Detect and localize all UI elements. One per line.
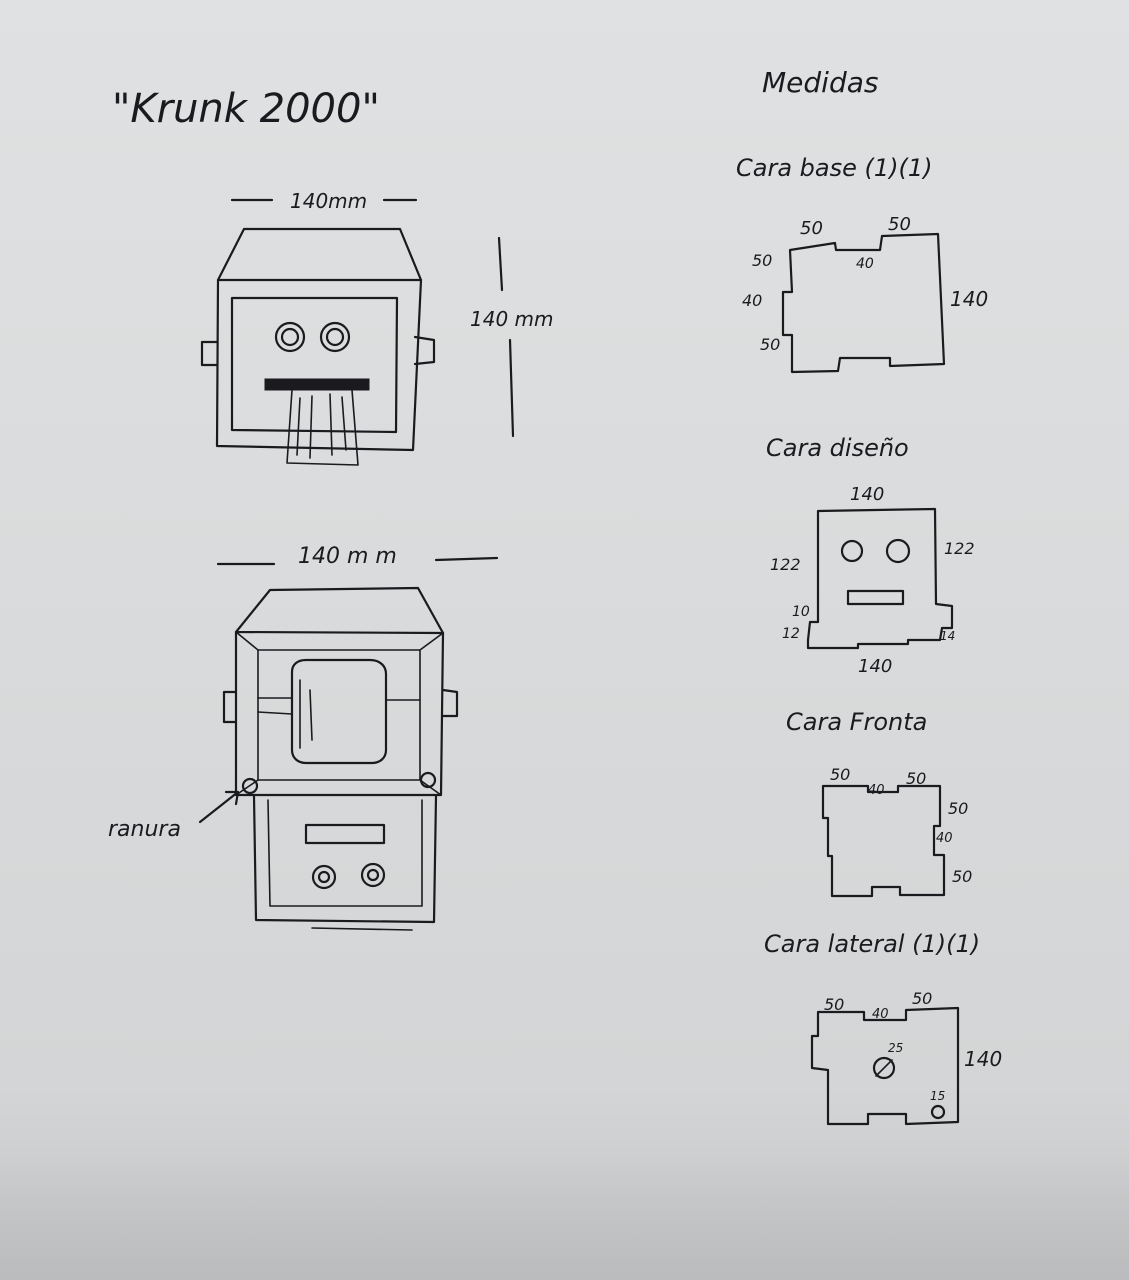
- box2-top-face: [234, 586, 445, 635]
- slot-arrow-line: [198, 790, 240, 824]
- front-right-bottom: 50: [952, 867, 972, 886]
- box-inner-panel: [230, 296, 399, 434]
- height-dim-top: [497, 236, 504, 292]
- open-view-sketch: 140 m m ranura: [108, 544, 499, 931]
- title-krunk: "Krunk 2000": [112, 86, 380, 132]
- base-label: Cara base (1)(1): [736, 154, 933, 182]
- eye-left-inner: [280, 327, 300, 347]
- paper-bottom-shadow: [0, 1148, 1129, 1280]
- hinge-screw-right: [419, 771, 437, 789]
- lateral-top-left: 50: [824, 995, 844, 1014]
- design-mouth: [846, 589, 905, 606]
- mouth-slot: [264, 378, 370, 391]
- base-left-top: 50: [752, 251, 772, 270]
- design-label: Cara diseño: [766, 434, 909, 462]
- lateral-notch: 40: [872, 1007, 889, 1022]
- right-knob: [413, 335, 436, 366]
- button-left-inner: [317, 870, 331, 884]
- front-view-sketch: 140mm 140 mm: [200, 189, 554, 466]
- base-top-right: 50: [888, 214, 911, 235]
- front-label: Cara Fronta: [786, 708, 927, 736]
- dim2-line-right: [434, 556, 499, 562]
- base-notch: 40: [856, 256, 874, 272]
- piece-base: Cara base (1)(1) 50 50 40 50 40 50 140: [736, 154, 988, 374]
- base-line: [311, 927, 413, 931]
- front-notch: 40: [868, 783, 885, 798]
- box-top-face: [216, 227, 423, 282]
- slot-annotation: ranura: [108, 817, 181, 842]
- slot-arrow-head: [224, 790, 240, 806]
- design-tab-small: 10: [792, 604, 810, 620]
- lateral-outline: [810, 1006, 960, 1126]
- height-dim-bottom: [508, 338, 515, 438]
- design-right: 122: [944, 539, 975, 558]
- front-right-mid: 40: [936, 831, 953, 846]
- box2-front-frame: [234, 630, 445, 797]
- design-tab-right: 14: [940, 629, 955, 643]
- box2-inner-frame: [257, 649, 421, 781]
- eye-left-outer: [274, 321, 306, 353]
- design-outline: [806, 507, 954, 650]
- base-right: 140: [950, 287, 988, 311]
- front-top-right: 50: [906, 769, 926, 788]
- lower-panel: [252, 794, 438, 924]
- piece-front: Cara Fronta 50 40 50 50 40 50: [786, 708, 972, 898]
- front-height-label: 140 mm: [470, 307, 554, 331]
- lateral-hole-big-label: 25: [888, 1041, 903, 1055]
- button-left-outer: [311, 864, 337, 890]
- design-eye-right: [885, 538, 911, 564]
- eye-right-inner: [325, 327, 345, 347]
- measures-title: Medidas: [762, 66, 878, 99]
- eye-right-outer: [319, 321, 351, 353]
- lateral-right: 140: [964, 1047, 1002, 1071]
- design-tab-left: 12: [782, 626, 800, 642]
- box2-right-knob: [441, 688, 459, 718]
- piece-design: Cara diseño 140 122 122 10 12 14 140: [766, 434, 975, 677]
- lateral-hole-small: [930, 1104, 946, 1120]
- lateral-hole-small-label: 15: [930, 1089, 945, 1103]
- display-slot: [304, 823, 386, 845]
- lower-inner-panel: [267, 799, 423, 907]
- design-eye-left: [840, 539, 864, 563]
- front-right-top: 50: [948, 799, 968, 818]
- lateral-label: Cara lateral (1)(1): [764, 930, 980, 958]
- design-bottom: 140: [858, 656, 892, 677]
- front-outline: [821, 784, 946, 898]
- box2-left-knob: [222, 690, 238, 724]
- lateral-hole-big-cross: [875, 1059, 893, 1077]
- base-outline: [781, 232, 946, 374]
- design-left: 122: [770, 555, 801, 574]
- hinge-screw-left: [241, 777, 259, 795]
- design-top: 140: [850, 484, 884, 505]
- paper-roll: [290, 658, 388, 765]
- roll-shading: [299, 679, 313, 749]
- open-width-label: 140 m m: [298, 544, 397, 569]
- front-width-label: 140mm: [290, 189, 367, 213]
- tissue-paper: [286, 389, 359, 466]
- button-right-outer: [360, 862, 386, 888]
- piece-lateral: Cara lateral (1)(1) 50 40 50 140 25 15: [764, 930, 1002, 1126]
- base-top-left: 50: [800, 218, 823, 239]
- front-top-left: 50: [830, 765, 850, 784]
- left-knob: [200, 340, 219, 367]
- lateral-hole-big: [872, 1056, 896, 1080]
- box2-frame-bevels: [235, 631, 444, 796]
- button-right-inner: [366, 868, 380, 882]
- base-left-mid: 40: [742, 291, 762, 310]
- lateral-top-right: 50: [912, 989, 932, 1008]
- box-front-face: [215, 278, 423, 452]
- tissue-folds: [296, 393, 347, 459]
- base-left-bottom: 50: [760, 335, 780, 354]
- axle-left-2: [257, 711, 293, 715]
